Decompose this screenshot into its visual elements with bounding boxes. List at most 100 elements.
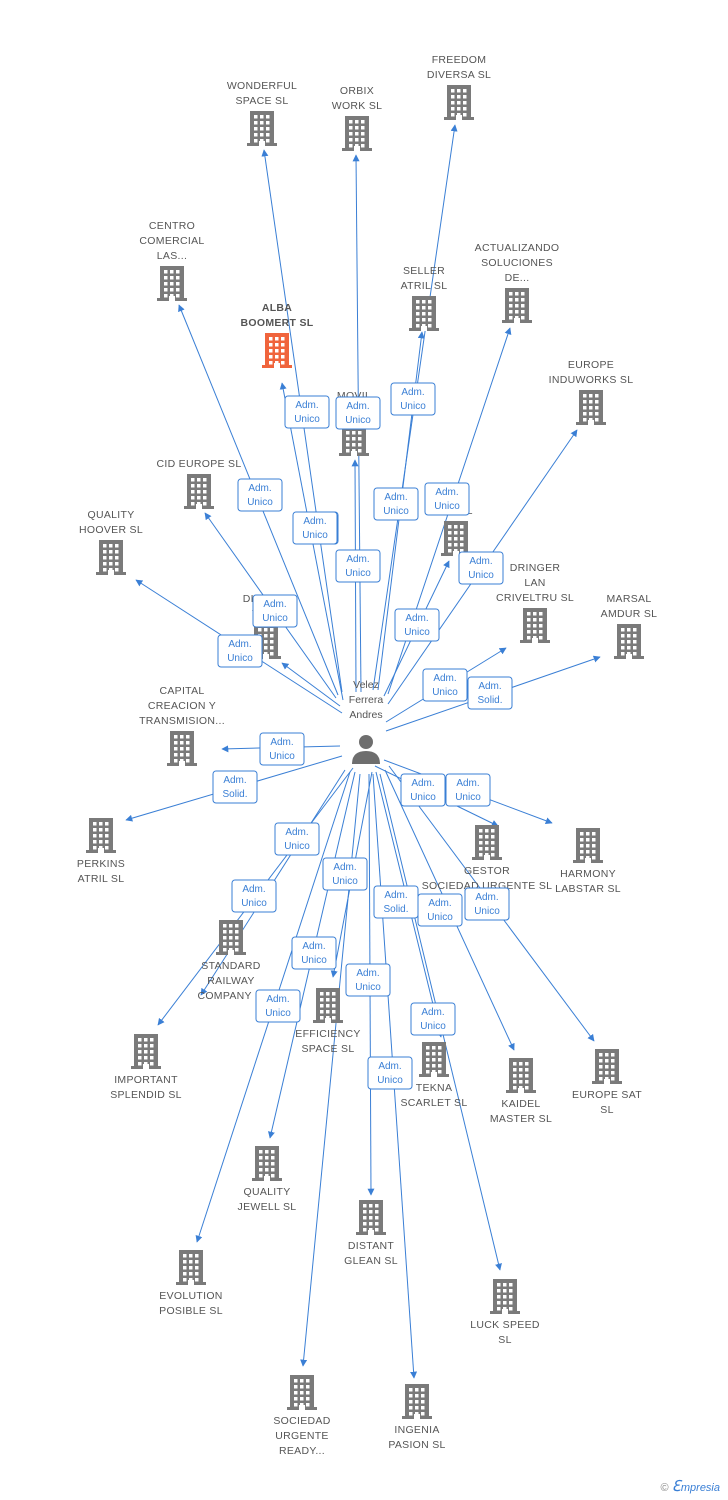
building-icon-alba-boomert[interactable]	[262, 333, 292, 368]
building-icon-efficiency-space[interactable]	[313, 988, 343, 1023]
building-icon-actualizando[interactable]	[502, 288, 532, 323]
node-label-dringer-lan[interactable]: DRINGER	[510, 562, 561, 574]
node-label-centro-comercial[interactable]: CENTRO	[149, 220, 195, 232]
node-label-capital-creacion[interactable]: CAPITAL	[159, 685, 204, 697]
edge-label-evolution-posible[interactable]: Adm.Unico	[255, 989, 301, 1023]
node-label-freedom-diversa[interactable]: FREEDOM	[432, 54, 487, 66]
edge-label-perkins-atril[interactable]: Adm.Solid.	[212, 770, 258, 804]
node-label-kaidel-master[interactable]: MASTER SL	[490, 1113, 552, 1125]
edge-label-dinamic[interactable]: Adm.Unico	[252, 594, 298, 628]
edge-label-ingenia-pasion[interactable]: Adm.Unico	[367, 1056, 413, 1090]
building-icon-wonderful-space[interactable]	[247, 111, 277, 146]
edge-label-dringer-lan[interactable]: Adm.Unico	[422, 668, 468, 702]
node-label-gestor-sociedad[interactable]: SOCIEDAD URGENTE SL	[422, 880, 553, 892]
edge-label-sociedad-urgente-ready[interactable]: Adm.Unico	[322, 857, 368, 891]
edge-label-movil[interactable]: Adm.Unico	[335, 396, 381, 430]
node-label-luck-speed[interactable]: SL	[498, 1334, 511, 1346]
node-label-sociedad-urgente-ready[interactable]: URGENTE	[275, 1430, 328, 1442]
edge-label-quality-hoover[interactable]: Adm.Unico	[217, 634, 263, 668]
building-icon-ingenia-pasion[interactable]	[402, 1384, 432, 1419]
node-label-important-splendid[interactable]: SPLENDID SL	[110, 1089, 182, 1101]
building-icon-kaidel-master[interactable]	[506, 1058, 536, 1093]
edge-label-harmony-labstar[interactable]: Adm.Unico	[445, 773, 491, 807]
building-icon-freedom-diversa[interactable]	[444, 85, 474, 120]
building-icon-europe-induworks[interactable]	[576, 390, 606, 425]
node-label-wonderful-space[interactable]: SPACE SL	[236, 95, 289, 107]
building-icon-quality-hoover[interactable]	[96, 540, 126, 575]
node-label-efficiency-space[interactable]: SPACE SL	[302, 1043, 355, 1055]
edge-label-seller-atril[interactable]: Adm.Unico	[390, 382, 436, 416]
edge-label-europe-sat[interactable]: Adm.Unico	[464, 887, 510, 921]
node-label-cid-europe[interactable]: CID EUROPE SL	[156, 458, 241, 470]
node-label-evolution-posible[interactable]: EVOLUTION	[159, 1290, 222, 1302]
edge-label-quality-jewell[interactable]: Adm.Unico	[291, 936, 337, 970]
edge-label-gestor-sociedad[interactable]: Adm.Unico	[400, 773, 446, 807]
node-label-perkins-atril[interactable]: PERKINS	[77, 858, 125, 870]
node-label-efficiency-space[interactable]: EFFICIENCY	[295, 1028, 360, 1040]
node-label-perkins-atril[interactable]: ATRIL SL	[78, 873, 125, 885]
edge-label-standard-railway[interactable]: Adm.Unico	[231, 879, 277, 913]
building-icon-important-splendid[interactable]	[131, 1034, 161, 1069]
node-label-orbix-work[interactable]: ORBIX	[340, 85, 374, 97]
node-label-actualizando[interactable]: DE...	[505, 272, 530, 284]
node-label-luck-speed[interactable]: LUCK SPEED	[470, 1319, 540, 1331]
node-label-centro-comercial[interactable]: LAS...	[157, 250, 187, 262]
node-label-alba-boomert[interactable]: ALBA	[262, 302, 292, 314]
node-label-alba-boomert[interactable]: BOOMERT SL	[241, 317, 314, 329]
node-label-evolution-posible[interactable]: POSIBLE SL	[159, 1305, 223, 1317]
node-label-tekna-scarlet[interactable]: SCARLET SL	[401, 1097, 468, 1109]
node-label-standard-railway[interactable]: STANDARD	[201, 960, 260, 972]
edge-label-cid-europe[interactable]: Adm.Unico	[292, 511, 338, 545]
edge-label-actualizando[interactable]: Adm.Unico	[424, 482, 470, 516]
edge-label-europe-induworks[interactable]: Adm.Unico	[458, 551, 504, 585]
node-label-capital-creacion[interactable]: CREACION Y	[148, 700, 216, 712]
building-icon-seller-atril[interactable]	[409, 296, 439, 331]
edge-label-orbix-work[interactable]: Adm.Unico	[335, 549, 381, 583]
node-label-orbix-work[interactable]: WORK SL	[332, 100, 383, 112]
edge-label-capital-creacion[interactable]: Adm.Unico	[259, 732, 305, 766]
node-label-important-splendid[interactable]: IMPORTANT	[114, 1074, 178, 1086]
node-label-centro-comercial[interactable]: COMERCIAL	[139, 235, 204, 247]
building-icon-dringer-lan[interactable]	[520, 608, 550, 643]
node-label-kaidel-master[interactable]: KAIDEL	[501, 1098, 540, 1110]
node-label-seller-atril[interactable]: SELLER	[403, 265, 445, 277]
node-label-dringer-lan[interactable]: LAN	[524, 577, 545, 589]
node-label-harmony-labstar[interactable]: HARMONY	[560, 868, 616, 880]
node-label-distant-glean[interactable]: GLEAN SL	[344, 1255, 398, 1267]
node-label-marsal-amdur[interactable]: AMDUR SL	[601, 608, 658, 620]
node-label-wonderful-space[interactable]: WONDERFUL	[227, 80, 297, 92]
node-label-quality-hoover[interactable]: HOOVER SL	[79, 524, 143, 536]
edge-label-alba-boomert[interactable]: Adm.Unico	[284, 395, 330, 429]
edge-label-centro-comercial[interactable]: Adm.Unico	[237, 478, 283, 512]
node-label-ingenia-pasion[interactable]: INGENIA	[394, 1424, 439, 1436]
node-label-freedom-diversa[interactable]: DIVERSA SL	[427, 69, 491, 81]
building-icon-marsal-amdur[interactable]	[614, 624, 644, 659]
edge-label-distant-glean[interactable]: Adm.Unico	[345, 963, 391, 997]
node-label-standard-railway[interactable]: RAILWAY	[207, 975, 254, 987]
edge-label-s-sl[interactable]: Adm.Unico	[394, 608, 440, 642]
node-label-europe-sat[interactable]: SL	[600, 1104, 613, 1116]
edge-label-tekna-scarlet[interactable]: Adm.Unico	[417, 893, 463, 927]
node-label-distant-glean[interactable]: DISTANT	[348, 1240, 395, 1252]
node-label-sociedad-urgente-ready[interactable]: SOCIEDAD	[273, 1415, 330, 1427]
node-label-actualizando[interactable]: SOLUCIONES	[481, 257, 553, 269]
building-icon-s-sl[interactable]	[441, 521, 471, 556]
node-label-gestor-sociedad[interactable]: GESTOR	[464, 865, 510, 877]
building-icon-capital-creacion[interactable]	[167, 731, 197, 766]
node-label-marsal-amdur[interactable]: MARSAL	[607, 593, 652, 605]
building-icon-cid-europe[interactable]	[184, 474, 214, 509]
building-icon-perkins-atril[interactable]	[86, 818, 116, 853]
building-icon-centro-comercial[interactable]	[157, 266, 187, 301]
building-icon-europe-sat[interactable]	[592, 1049, 622, 1084]
building-icon-dinamic[interactable]	[251, 624, 281, 659]
building-icon-tekna-scarlet[interactable]	[419, 1042, 449, 1077]
node-label-ingenia-pasion[interactable]: PASION SL	[388, 1439, 445, 1451]
building-icon-standard-railway[interactable]	[216, 920, 246, 955]
node-label-harmony-labstar[interactable]: LABSTAR SL	[555, 883, 621, 895]
edge-label-important-splendid[interactable]: Adm.Unico	[274, 822, 320, 856]
building-icon-gestor-sociedad[interactable]	[472, 825, 502, 860]
node-label-seller-atril[interactable]: ATRIL SL	[401, 280, 448, 292]
edge-label-luck-speed[interactable]: Adm.Unico	[410, 1002, 456, 1036]
node-label-europe-induworks[interactable]: EUROPE	[568, 359, 614, 371]
building-icon-luck-speed[interactable]	[490, 1279, 520, 1314]
